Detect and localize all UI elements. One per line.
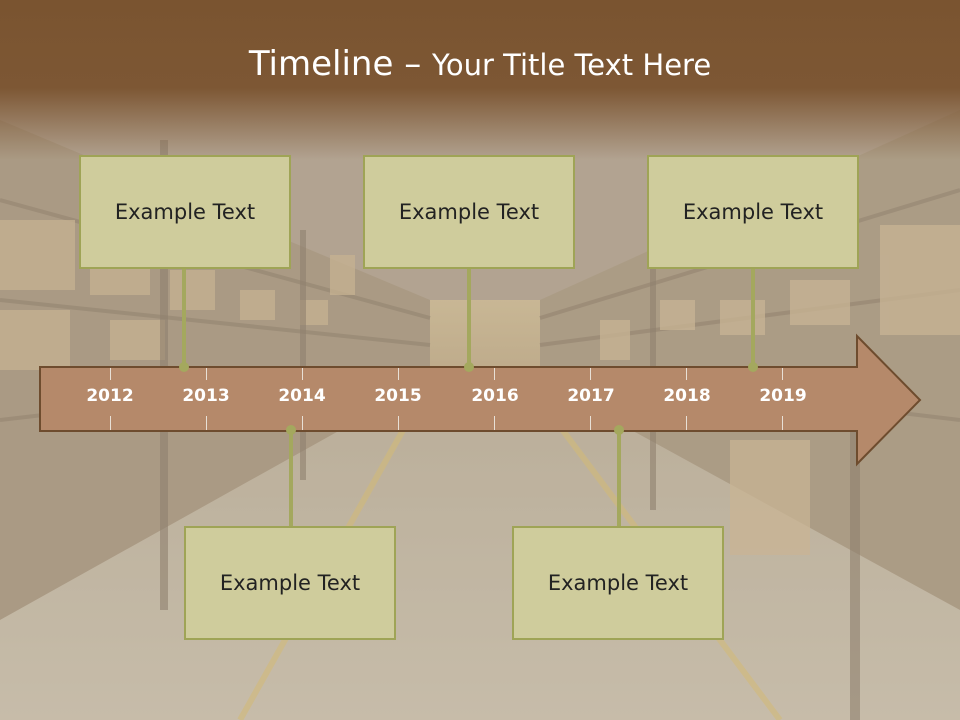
year-label-2015: 2015 — [374, 386, 422, 406]
year-label-2012: 2012 — [86, 386, 134, 406]
title-subtitle: Your Title Text Here — [432, 48, 712, 82]
year-tick — [302, 368, 303, 380]
connector-dot — [179, 362, 189, 372]
connector-line — [617, 430, 621, 526]
year-label-2018: 2018 — [663, 386, 711, 406]
year-tick — [590, 368, 591, 380]
year-tick — [206, 416, 207, 430]
event-text: Example Text — [398, 200, 540, 224]
year-tick — [494, 368, 495, 380]
title-separator: – — [393, 44, 433, 84]
connector-dot — [748, 362, 758, 372]
header-band — [0, 0, 960, 160]
slide-title: Timeline – Your Title Text Here — [0, 44, 960, 84]
event-box-top-1[interactable]: Example Text — [79, 155, 291, 269]
year-tick — [590, 416, 591, 430]
event-text: Example Text — [219, 571, 361, 595]
year-tick — [110, 416, 111, 430]
connector-line — [182, 269, 186, 367]
year-tick — [398, 416, 399, 430]
year-tick — [782, 368, 783, 380]
event-text: Example Text — [682, 200, 824, 224]
year-label-2013: 2013 — [182, 386, 230, 406]
year-tick — [686, 368, 687, 380]
event-box-bottom-2[interactable]: Example Text — [512, 526, 724, 640]
title-main: Timeline — [248, 44, 394, 84]
connector-line — [289, 430, 293, 526]
event-box-top-2[interactable]: Example Text — [363, 155, 575, 269]
connector-line — [467, 269, 471, 367]
year-label-2017: 2017 — [567, 386, 615, 406]
year-tick — [494, 416, 495, 430]
year-label-2014: 2014 — [278, 386, 326, 406]
year-tick — [782, 416, 783, 430]
connector-line — [751, 269, 755, 367]
connector-dot — [464, 362, 474, 372]
year-tick — [398, 368, 399, 380]
year-label-2016: 2016 — [471, 386, 519, 406]
year-tick — [206, 368, 207, 380]
year-label-2019: 2019 — [759, 386, 807, 406]
event-text: Example Text — [114, 200, 256, 224]
year-tick — [110, 368, 111, 380]
event-box-bottom-1[interactable]: Example Text — [184, 526, 396, 640]
event-box-top-3[interactable]: Example Text — [647, 155, 859, 269]
event-text: Example Text — [547, 571, 689, 595]
year-tick — [302, 416, 303, 430]
year-tick — [686, 416, 687, 430]
